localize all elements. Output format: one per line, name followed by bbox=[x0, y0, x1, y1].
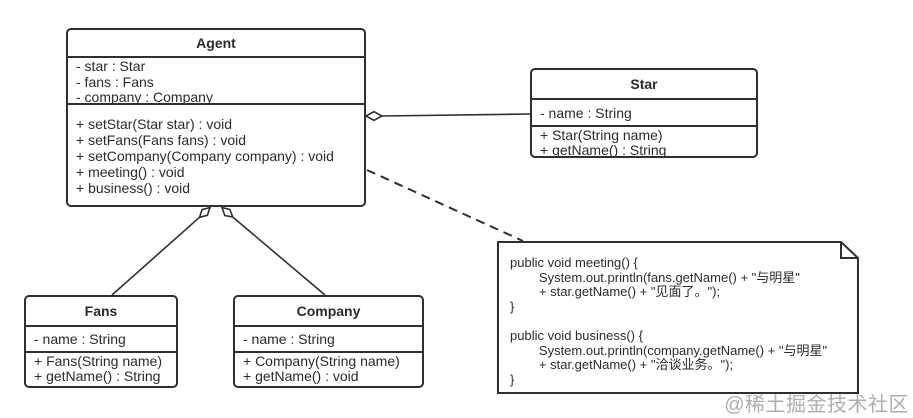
attributes-compartment: - star : Star - fans : Fans - company : … bbox=[68, 58, 364, 105]
attribute-row: - name : String bbox=[540, 104, 632, 121]
methods-compartment: + Company(String name) + getName() : voi… bbox=[235, 353, 422, 386]
note-fold-icon bbox=[840, 242, 858, 259]
code-line bbox=[510, 314, 858, 329]
code-line: public void business() { bbox=[510, 327, 643, 343]
method-row: + Company(String name) bbox=[243, 353, 400, 369]
method-row: + setFans(Fans fans) : void bbox=[76, 132, 247, 148]
aggregation-line-agent-fans bbox=[111, 216, 201, 296]
method-row: + getName() : String bbox=[540, 141, 667, 156]
method-row: + setStar(Star star) : void bbox=[76, 116, 232, 132]
class-title-star: Star bbox=[532, 70, 756, 100]
attribute-row: - name : String bbox=[243, 331, 335, 347]
note-shape bbox=[497, 241, 859, 394]
code-line: + star.getName() + "洽谈业务。"); bbox=[510, 357, 734, 373]
watermark: @稀土掘金技术社区 bbox=[724, 394, 909, 416]
code-line: } bbox=[510, 298, 515, 314]
method-row: + Star(String name) bbox=[540, 127, 663, 143]
attributes-compartment: - name : String bbox=[532, 100, 756, 127]
class-title-agent: Agent bbox=[68, 30, 364, 58]
code-line: System.out.println(fans.getName() + "与明星… bbox=[510, 269, 800, 285]
code-line: + star.getName() + "见面了。"); bbox=[510, 284, 721, 300]
attributes-compartment: - name : String bbox=[26, 327, 176, 353]
aggregation-line-agent-company bbox=[232, 216, 326, 296]
class-box-agent: Agent - star : Star - fans : Fans - comp… bbox=[66, 28, 366, 207]
class-title-company: Company bbox=[235, 297, 422, 327]
attributes-compartment: - name : String bbox=[235, 327, 422, 353]
class-box-fans: Fans - name : String + Fans(String name)… bbox=[24, 295, 178, 388]
note-anchor-dashed-line bbox=[366, 169, 524, 242]
method-row: + business() : void bbox=[76, 180, 190, 196]
method-row: + setCompany(Company company) : void bbox=[76, 148, 334, 164]
aggregation-diamond-agent-star bbox=[364, 110, 384, 122]
code-note: public void meeting() { System.out.print… bbox=[498, 242, 858, 393]
class-box-star: Star - name : String + Star(String name)… bbox=[530, 68, 758, 158]
method-row: + meeting() : void bbox=[76, 164, 185, 180]
methods-compartment: + Star(String name) + getName() : String bbox=[532, 127, 756, 156]
methods-compartment: + Fans(String name) + getName() : String bbox=[26, 353, 176, 386]
class-title-fans: Fans bbox=[26, 297, 176, 327]
attribute-row: - fans : Fans bbox=[76, 73, 154, 90]
aggregation-diamond-agent-company bbox=[220, 206, 234, 219]
attribute-row: - star : Star bbox=[76, 58, 146, 74]
class-box-company: Company - name : String + Company(String… bbox=[233, 295, 424, 388]
method-row: + getName() : String bbox=[34, 367, 161, 384]
code-line: System.out.println(company.getName() + "… bbox=[510, 342, 828, 358]
aggregation-line-agent-star bbox=[381, 113, 531, 117]
method-row: + getName() : void bbox=[243, 367, 359, 384]
aggregation-diamond-agent-fans bbox=[198, 206, 212, 219]
method-row: + Fans(String name) bbox=[34, 353, 162, 369]
methods-compartment: + setStar(Star star) : void + setFans(Fa… bbox=[68, 105, 364, 205]
attribute-row: - name : String bbox=[34, 331, 126, 347]
code-line: } bbox=[510, 371, 515, 387]
attribute-row: - company : Company bbox=[76, 89, 213, 105]
code-line: public void meeting() { bbox=[510, 255, 638, 270]
